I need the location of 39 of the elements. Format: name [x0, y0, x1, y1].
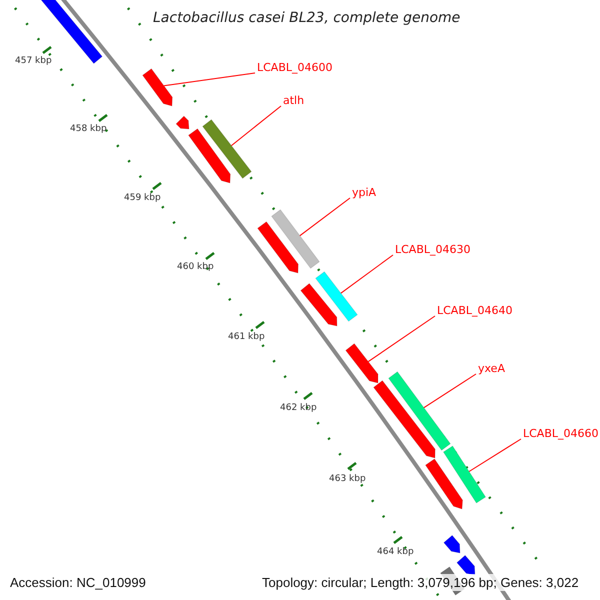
gene-feature	[443, 534, 460, 554]
gene-feature	[388, 371, 451, 451]
gene-feature	[456, 554, 476, 576]
tick-label: 457 kbp	[15, 56, 52, 66]
tick-label: 462 kbp	[280, 403, 317, 413]
footer-text: Topology: circular; Length: 3,079,196 bp; Genes: 3,022	[260, 574, 581, 591]
leader-line	[468, 438, 522, 472]
gene-label: atlh	[283, 94, 304, 107]
gene-label: ypiA	[352, 186, 376, 199]
gene-feature	[142, 68, 173, 106]
title: Lactobacillus casei BL23, complete genome	[153, 10, 460, 26]
gene-feature	[425, 458, 463, 510]
gene-label: LCABL_04600	[257, 61, 333, 74]
gene-label: yxeA	[478, 362, 505, 375]
gene-feature	[373, 380, 436, 458]
gene-feature	[442, 446, 486, 504]
tick-label: 461 kbp	[228, 332, 265, 342]
gene-label: LCABL_04640	[437, 304, 513, 317]
gene-label: LCABL_04660	[523, 427, 599, 440]
tick-label: 458 kbp	[70, 124, 107, 134]
gene-feature	[271, 209, 320, 269]
gene-feature	[202, 119, 252, 179]
leader-line	[423, 374, 476, 408]
leader-line	[368, 316, 436, 362]
tick-label: 459 kbp	[124, 193, 161, 203]
leader-line	[230, 106, 282, 146]
tick-label: 464 kbp	[377, 547, 414, 557]
gene-feature	[300, 283, 338, 326]
gene-feature	[176, 116, 190, 130]
tick-label: 463 kbp	[329, 474, 366, 484]
leader-line	[340, 254, 394, 294]
leader-line	[299, 198, 350, 236]
gene-feature	[345, 343, 378, 384]
gene-feature	[315, 271, 358, 322]
gene-label: LCABL_04630	[395, 243, 471, 256]
tick-label: 460 kbp	[177, 262, 214, 272]
leader-line	[163, 72, 256, 86]
gene-feature	[257, 221, 298, 274]
gene-feature	[188, 128, 231, 184]
